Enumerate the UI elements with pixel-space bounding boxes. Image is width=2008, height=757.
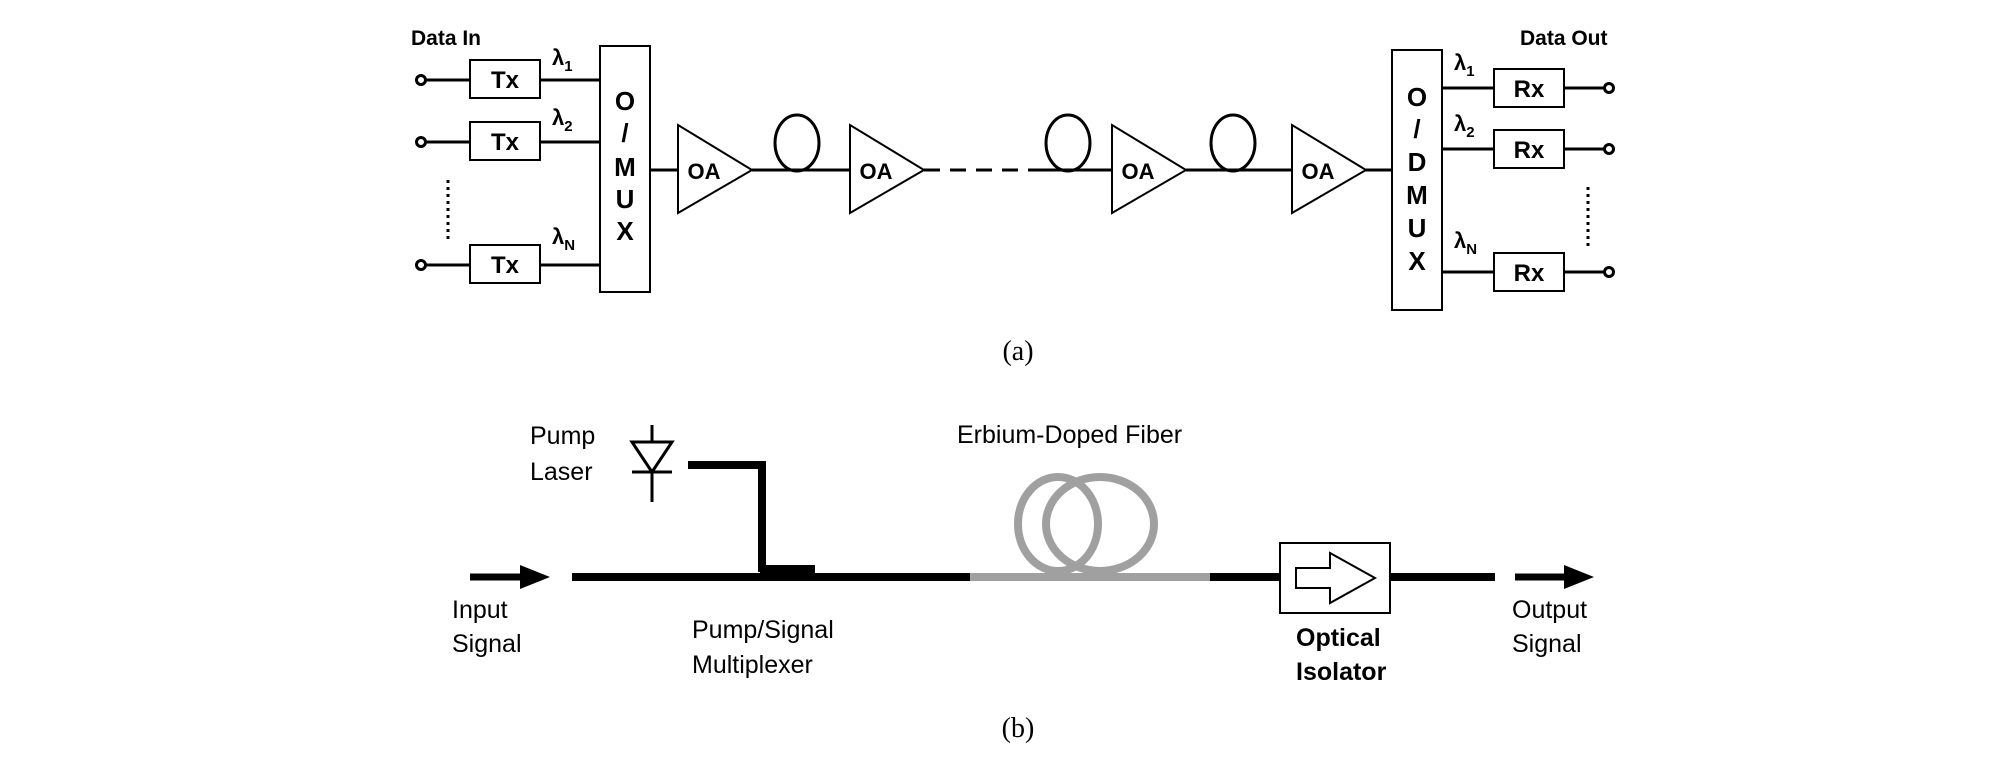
input-arrow-icon xyxy=(470,565,550,589)
multiplexer-label: Multiplexer xyxy=(692,651,813,679)
tx-label-n: Tx xyxy=(491,252,520,279)
fiber-coil-2 xyxy=(1044,113,1092,173)
fiber-coil-3 xyxy=(1209,113,1257,173)
mux-letter: X xyxy=(616,216,634,246)
data-out-label: Data Out xyxy=(1520,27,1608,50)
panel-a: Data In Data Out Tx Tx Tx λ1 λ2 xyxy=(411,27,1615,367)
tx-label-2: Tx xyxy=(491,129,520,156)
lambda-tx-2: λ2 xyxy=(552,105,573,135)
input-terminal-2 xyxy=(415,136,427,148)
rx-box-n: Rx xyxy=(1493,252,1565,292)
output-arrow-icon xyxy=(1515,565,1594,589)
optical-amplifier-4: OA xyxy=(1291,123,1368,215)
rx-box-2: Rx xyxy=(1493,129,1565,169)
optical-amplifier-3: OA xyxy=(1111,123,1188,215)
mux-letter: U xyxy=(616,184,635,214)
optical-label: Optical xyxy=(1296,624,1381,652)
lambda-tx-1: λ1 xyxy=(552,45,573,75)
mux-letter: M xyxy=(614,152,636,182)
lambda-rx-1: λ1 xyxy=(1454,50,1475,80)
input-label: Input xyxy=(452,596,508,624)
mux-letter: / xyxy=(621,118,628,148)
pump-signal-label: Pump/Signal xyxy=(692,616,834,644)
output-terminal-n xyxy=(1603,266,1615,278)
input-terminal-1 xyxy=(415,74,427,86)
tx-label-1: Tx xyxy=(491,67,520,94)
output-signal-label: Signal xyxy=(1512,630,1582,658)
optical-isolator xyxy=(1279,542,1391,614)
demux-letter: U xyxy=(1408,213,1427,243)
optical-amplifier-2: OA xyxy=(849,123,926,215)
signal-label: Signal xyxy=(452,630,522,658)
lambda-tx-n: λN xyxy=(552,224,575,254)
demux-letter: M xyxy=(1406,180,1428,210)
output-label: Output xyxy=(1512,596,1587,624)
rx-label-2: Rx xyxy=(1514,137,1545,164)
fiber-coil-1 xyxy=(773,113,821,173)
oa-label: OA xyxy=(1302,159,1335,184)
rx-label-1: Rx xyxy=(1514,76,1545,103)
lambda-rx-n: λN xyxy=(1454,228,1477,258)
isolator-arrow-icon xyxy=(1295,551,1378,605)
erbium-fiber-label: Erbium-Doped Fiber xyxy=(957,421,1182,449)
data-in-label: Data In xyxy=(411,27,481,50)
oa-label: OA xyxy=(688,159,721,184)
rx-box-1: Rx xyxy=(1493,68,1565,108)
laser-label: Laser xyxy=(530,458,593,486)
pump-signal-coupler xyxy=(760,565,815,573)
oa-label: OA xyxy=(860,159,893,184)
tx-box-n: Tx xyxy=(469,244,541,284)
tx-box-2: Tx xyxy=(469,121,541,161)
caption-a: (a) xyxy=(1002,336,1033,367)
pump-laser-diode-icon xyxy=(629,425,675,502)
output-terminals xyxy=(1603,82,1615,278)
erbium-fiber-coil-icon xyxy=(1014,473,1158,575)
demux-letter: X xyxy=(1408,246,1426,276)
mux-box: O / M U X xyxy=(599,45,651,293)
output-terminal-1 xyxy=(1603,82,1615,94)
demux-letter: D xyxy=(1408,147,1427,177)
input-terminals xyxy=(415,74,427,271)
demux-letter: O xyxy=(1407,82,1427,112)
oa-label: OA xyxy=(1122,159,1155,184)
optical-amplifier-1: OA xyxy=(677,123,754,215)
tx-box-1: Tx xyxy=(469,59,541,99)
pump-label: Pump xyxy=(530,422,595,450)
rx-label-n: Rx xyxy=(1514,260,1545,287)
demux-box: O / D M U X xyxy=(1391,49,1443,311)
demux-letter: / xyxy=(1413,114,1420,144)
panel-b: Pump Laser Input Signal Erbium-Doped Fib… xyxy=(452,421,1594,744)
lambda-rx-2: λ2 xyxy=(1454,111,1475,141)
output-terminal-2 xyxy=(1603,143,1615,155)
caption-b: (b) xyxy=(1002,713,1035,744)
pump-feed-line xyxy=(688,461,766,572)
isolator-label: Isolator xyxy=(1296,658,1387,686)
input-terminal-n xyxy=(415,259,427,271)
mux-letter: O xyxy=(615,86,635,116)
